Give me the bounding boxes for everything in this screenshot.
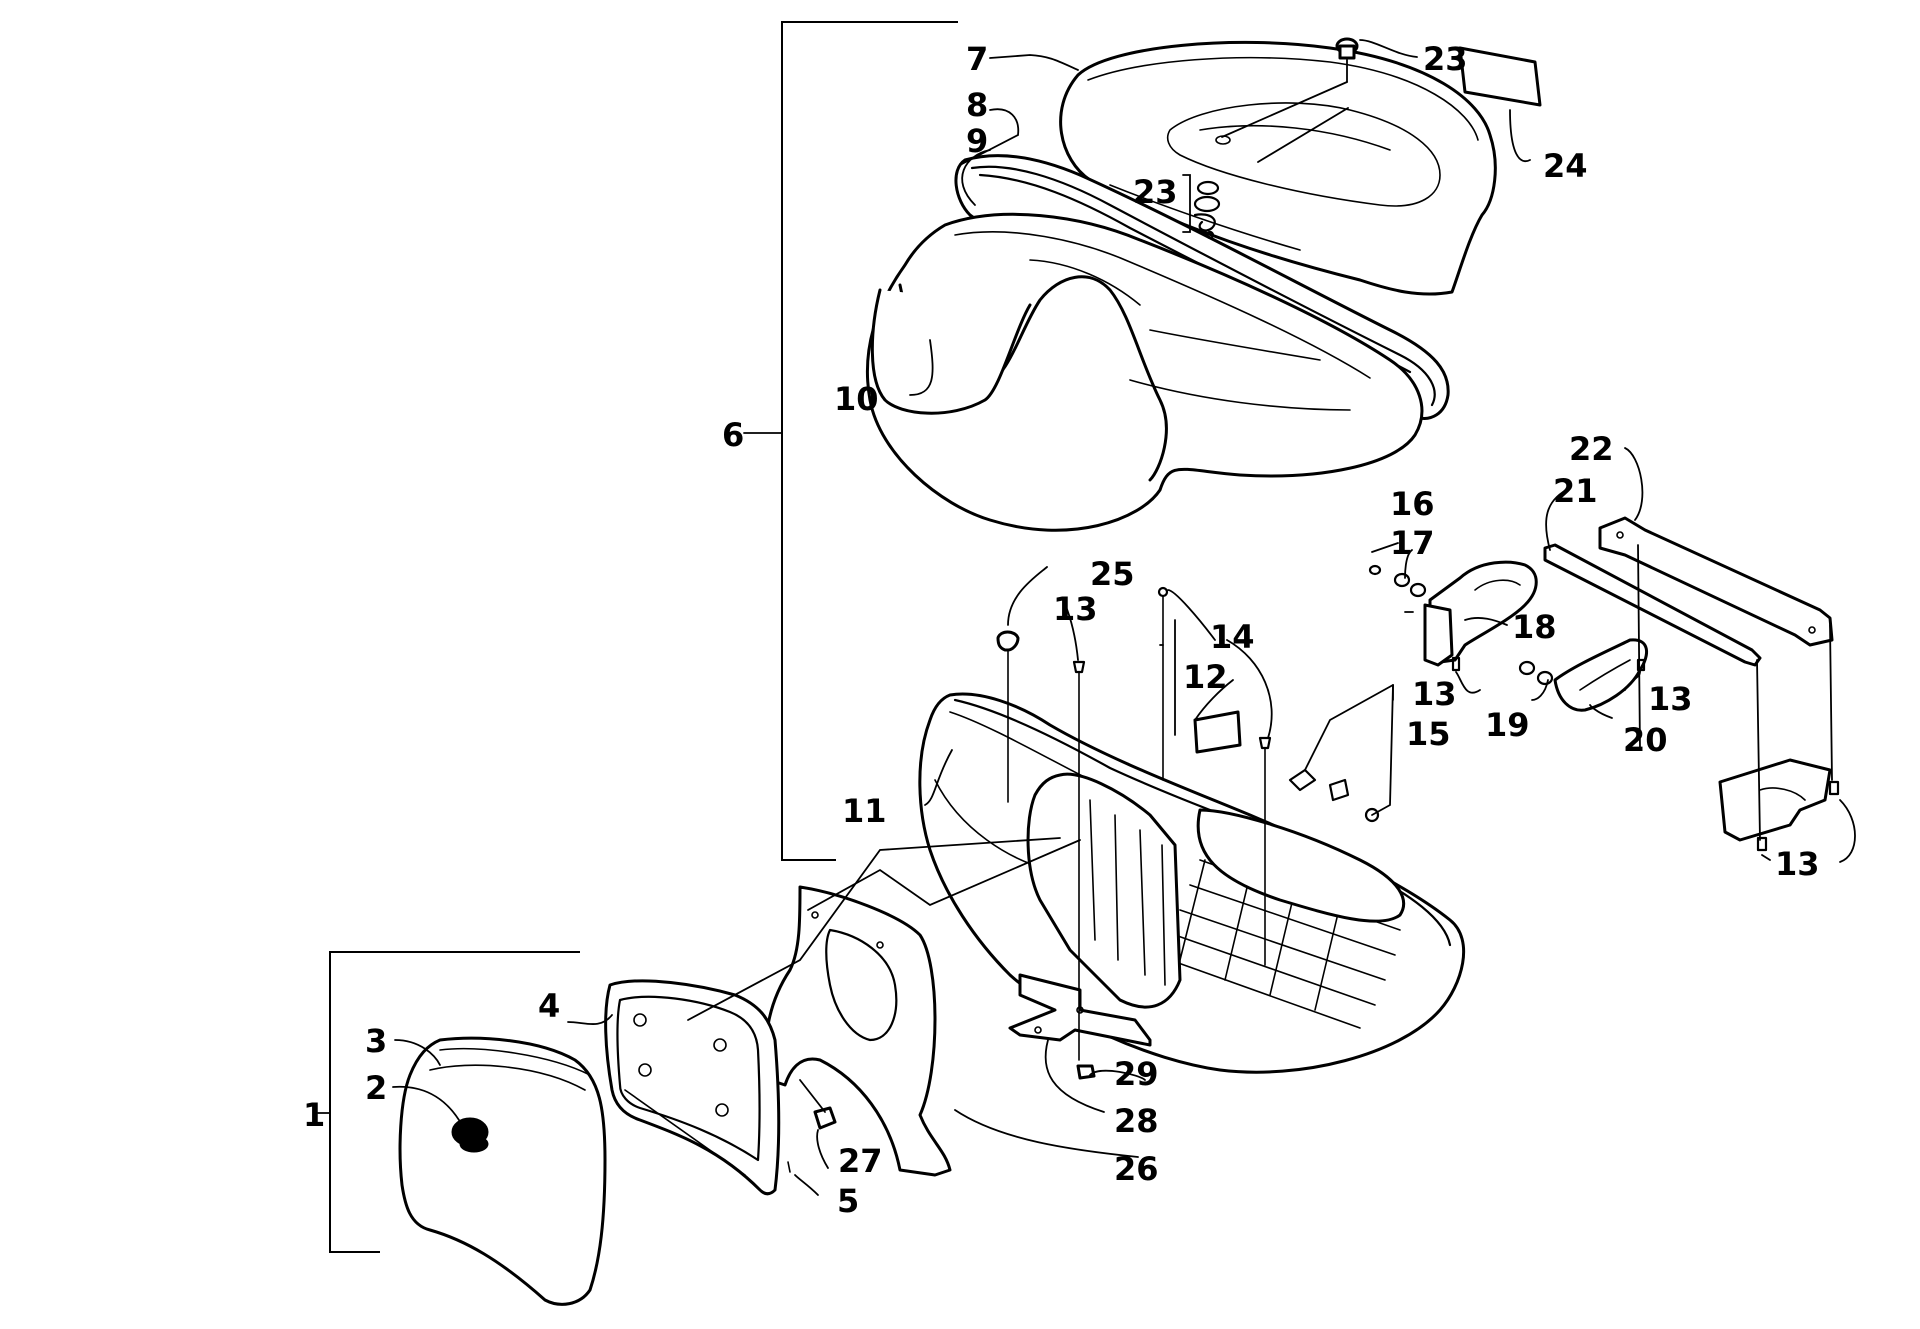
storage-box-body bbox=[918, 692, 1466, 1074]
callout-28: 28 bbox=[1114, 1102, 1159, 1140]
callout-6: 6 bbox=[722, 416, 744, 454]
callout-11: 11 bbox=[842, 792, 887, 830]
callout-29: 29 bbox=[1114, 1055, 1159, 1093]
callout-13-plate: 13 bbox=[1775, 845, 1820, 883]
callout-12: 12 bbox=[1183, 658, 1228, 696]
callout-21: 21 bbox=[1553, 472, 1598, 510]
callout-15: 15 bbox=[1406, 715, 1451, 753]
nut-29 bbox=[1076, 1064, 1096, 1080]
callout-2: 2 bbox=[365, 1069, 387, 1107]
backrest-cushion-3 bbox=[398, 1036, 607, 1306]
callout-26: 26 bbox=[1114, 1150, 1159, 1188]
callout-23-stack: 23 bbox=[1133, 173, 1178, 211]
callout-18: 18 bbox=[1512, 608, 1557, 646]
center-divider-panel bbox=[1026, 772, 1182, 1009]
mount-bracket-28 bbox=[1008, 973, 1152, 1047]
callout-27: 27 bbox=[838, 1142, 883, 1180]
callout-23-knob: 23 bbox=[1423, 40, 1468, 78]
backrest-mount-plate-26 bbox=[764, 885, 952, 1177]
storage-shell-upper bbox=[865, 212, 1424, 532]
callout-1: 1 bbox=[303, 1096, 325, 1134]
callout-8: 8 bbox=[966, 86, 988, 124]
callout-22: 22 bbox=[1569, 430, 1614, 468]
callout-13-top: 13 bbox=[1053, 590, 1098, 628]
screw-27 bbox=[799, 1079, 837, 1130]
assembly-6-bracket bbox=[743, 21, 958, 861]
callout-10: 10 bbox=[834, 380, 879, 418]
callout-3: 3 bbox=[365, 1022, 387, 1060]
assembly-1-bracket bbox=[317, 951, 580, 1253]
bolt-13-side bbox=[1451, 656, 1646, 672]
callout-9: 9 bbox=[966, 122, 988, 160]
hinge-bracket-18 bbox=[1423, 560, 1538, 667]
bolt-16 bbox=[1368, 564, 1382, 576]
lid-latch-knob-23 bbox=[1215, 37, 1359, 145]
screw-13-top bbox=[1072, 660, 1086, 1061]
screw-14-right bbox=[1258, 736, 1272, 966]
callout-5: 5 bbox=[837, 1182, 859, 1220]
washers-17 bbox=[1393, 572, 1427, 598]
mount-bar-22 bbox=[1598, 516, 1834, 647]
latch-hardware-stack-23 bbox=[1182, 174, 1221, 240]
callout-4: 4 bbox=[538, 987, 560, 1025]
callout-16: 16 bbox=[1390, 485, 1435, 523]
box-hardware-15 bbox=[1288, 768, 1380, 823]
backrest-base-4 bbox=[604, 979, 781, 1196]
rivet-25 bbox=[996, 630, 1020, 803]
callout-13-right: 13 bbox=[1648, 680, 1693, 718]
callout-24: 24 bbox=[1543, 147, 1588, 185]
washers-19 bbox=[1518, 660, 1554, 686]
hinge-bracket-20 bbox=[1553, 638, 1649, 712]
callout-25: 25 bbox=[1090, 555, 1135, 593]
callout-20: 20 bbox=[1623, 721, 1668, 759]
leader-lines bbox=[392, 39, 1856, 1196]
callout-13-hinge: 13 bbox=[1412, 675, 1457, 713]
callout-14: 14 bbox=[1210, 618, 1255, 656]
decal-12 bbox=[1193, 710, 1242, 754]
callout-17: 17 bbox=[1390, 524, 1435, 562]
screw-5 bbox=[787, 1161, 791, 1173]
decal-24 bbox=[1458, 46, 1542, 107]
screw-14-left bbox=[1157, 586, 1169, 781]
backrest-base-clips bbox=[624, 1013, 746, 1176]
callout-7: 7 bbox=[966, 40, 988, 78]
callout-labels: 1 2 3 4 5 6 7 8 9 10 11 12 13 13 13 13 1… bbox=[303, 40, 1820, 1220]
callout-19: 19 bbox=[1485, 706, 1530, 744]
side-plate-15 bbox=[1718, 758, 1840, 852]
